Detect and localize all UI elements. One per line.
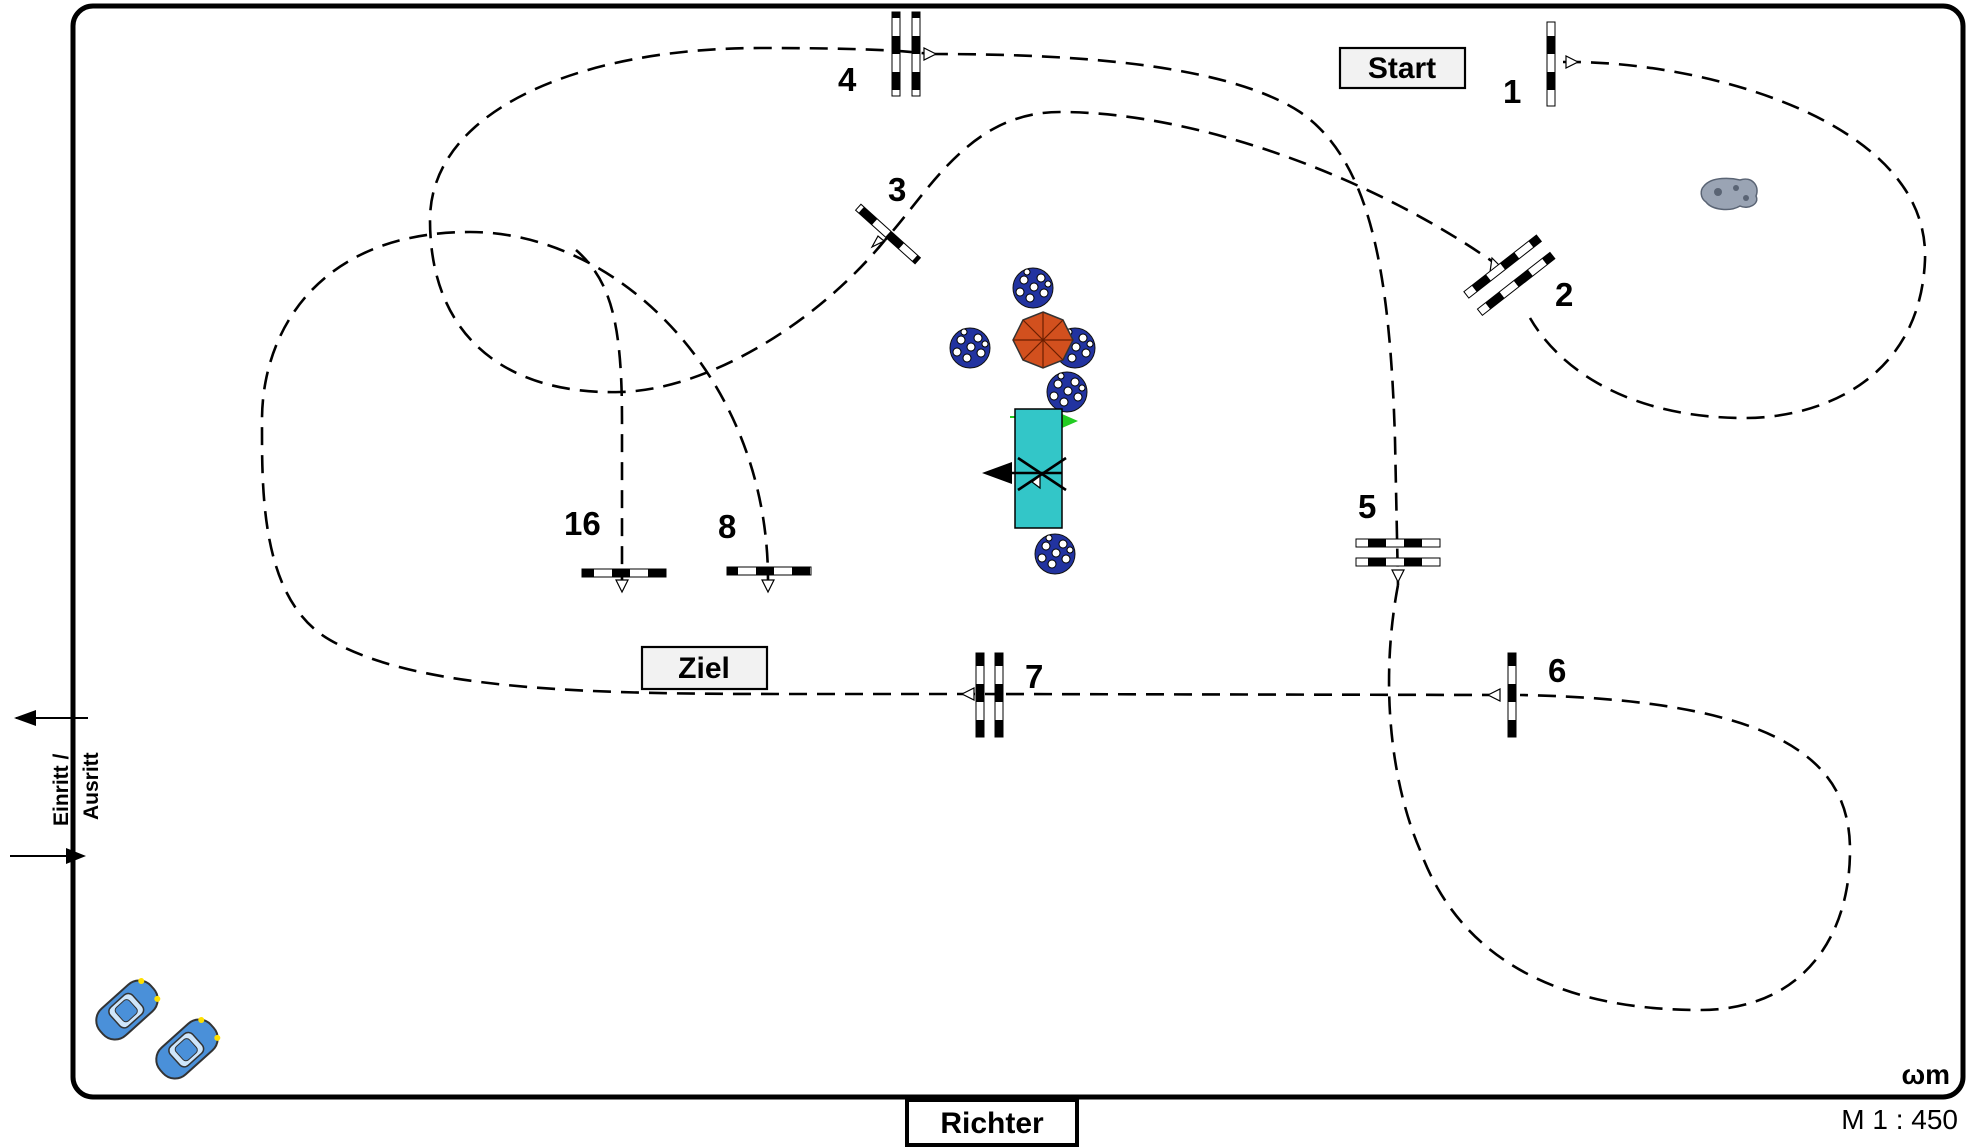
obstacle-6-number: 6	[1548, 652, 1566, 689]
obstacle-5: 5	[1355, 488, 1441, 567]
obstacle-5-number: 5	[1358, 488, 1376, 525]
flower-pot-bottom	[1034, 533, 1076, 575]
entry-exit-label-line2: Ausritt	[80, 752, 103, 820]
entry-arrow-icon	[66, 848, 86, 864]
riding-track	[260, 46, 1927, 1012]
obstacle-2: 2	[1463, 234, 1573, 317]
obstacle-7: 7	[975, 652, 1043, 738]
obstacle-7-number: 7	[1025, 658, 1043, 695]
obstacle-3: 3	[854, 171, 922, 265]
car-icon	[88, 972, 166, 1048]
car-icon	[148, 1011, 226, 1087]
start-label: Start	[1368, 52, 1436, 85]
start-marker: Start	[1338, 46, 1467, 90]
obstacle-3-number: 3	[888, 171, 906, 208]
flower-pot-left	[949, 327, 991, 369]
obstacle-4: 4	[838, 11, 921, 98]
flower-pot-top	[1012, 267, 1054, 309]
obstacle-8-number: 8	[718, 508, 736, 545]
obstacle-1-number: 1	[1503, 73, 1521, 110]
stone-decoration	[1700, 177, 1758, 211]
obstacle-1: 1	[1503, 21, 1556, 110]
exit-arrow-icon	[14, 710, 36, 726]
umbrella-icon	[1012, 311, 1074, 369]
flower-pot-right-lower	[1046, 371, 1088, 413]
finish-marker: Ziel	[640, 645, 769, 691]
judge-box: Richter	[905, 1098, 1079, 1147]
water-trough	[1014, 408, 1063, 529]
obstacle-16-number: 16	[564, 505, 601, 542]
obstacle-2-number: 2	[1555, 276, 1573, 313]
center-decoration	[949, 267, 1096, 575]
arena-border	[70, 3, 1966, 1100]
trough-arrow-icon	[982, 462, 1012, 484]
parked-cars	[88, 972, 226, 1087]
obstacle-6: 6	[1507, 652, 1566, 738]
flag-icon	[1062, 414, 1078, 428]
entry-exit: Einritt / Ausritt	[10, 710, 103, 864]
finish-label: Ziel	[678, 652, 730, 685]
obstacle-4-number: 4	[838, 61, 857, 98]
obstacle-16: 16	[564, 505, 667, 578]
obstacle-8: 8	[718, 508, 812, 576]
entry-exit-label-line1: Einritt /	[50, 754, 73, 826]
direction-arrows	[615, 47, 1580, 702]
judge-label: Richter	[940, 1107, 1044, 1140]
signature: ωm	[1901, 1059, 1950, 1090]
scale-label: M 1 : 450	[1841, 1104, 1958, 1135]
